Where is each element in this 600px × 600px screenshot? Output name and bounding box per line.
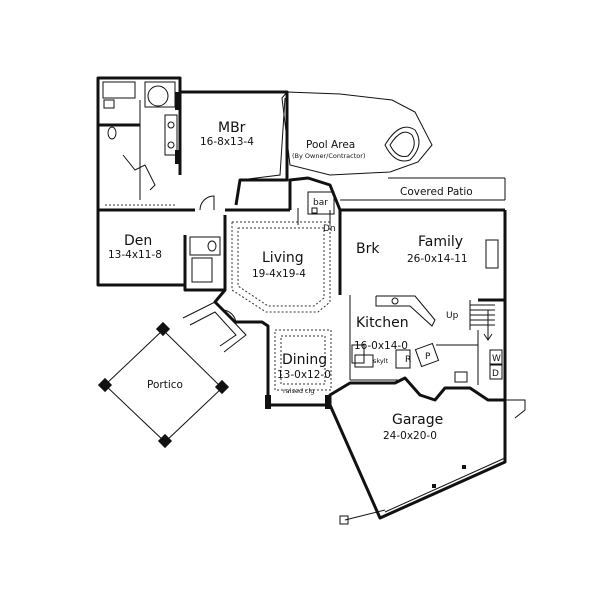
- den-door-swing: [199, 195, 215, 211]
- den-bath-vanity: [189, 236, 221, 256]
- entry-door-swing: [221, 309, 237, 325]
- toilet: [107, 126, 117, 140]
- living-label: Living: [262, 250, 304, 266]
- bar-sink: [311, 207, 318, 214]
- bar-wall: [288, 176, 505, 212]
- kitchen-dims: 16-0x14-0: [354, 340, 408, 352]
- sink: [103, 99, 115, 109]
- dining-label: Dining: [282, 352, 327, 368]
- closet-door-swing: [122, 154, 156, 191]
- dining-ceiling-outline: [274, 329, 332, 391]
- den-bath-toilet: [207, 240, 217, 252]
- exterior-walls: [96, 76, 507, 520]
- portico-column-right: [214, 379, 230, 395]
- mbr-dims: 16-8x13-4: [200, 136, 254, 148]
- mbr-label: MBr: [218, 120, 246, 136]
- living-details: [221, 221, 331, 325]
- driveway-post: [339, 515, 349, 525]
- living-ceiling-inner: [237, 227, 325, 307]
- tub: [147, 85, 169, 107]
- vanity-sink-2: [167, 141, 175, 149]
- dining-ceiling-inner: [280, 335, 326, 385]
- garage-post-2: [462, 465, 466, 469]
- portico-column-left: [97, 377, 113, 393]
- kitchen-label: Kitchen: [356, 315, 409, 331]
- portico-column-top: [155, 321, 171, 337]
- spa-inner: [389, 131, 415, 157]
- dining-pier-left: [265, 395, 271, 409]
- den-label: Den: [124, 233, 152, 249]
- island-sink: [391, 297, 399, 305]
- family-label: Family: [418, 234, 463, 250]
- wall-block: [175, 150, 181, 164]
- living-front-wall: [213, 289, 270, 405]
- dining-details: [265, 329, 332, 409]
- family-details: [454, 239, 503, 383]
- shower: [102, 81, 136, 99]
- pool-deck-edge: [239, 97, 286, 181]
- living-dims: 19-4x19-4: [252, 268, 306, 280]
- kitchen-details: [351, 295, 478, 369]
- bar-counter: [307, 191, 335, 215]
- garage-post-1: [432, 484, 436, 488]
- garage-wall: [328, 385, 507, 520]
- garage-label: Garage: [392, 412, 443, 428]
- room-labels: MBr 16-8x13-4 Pool Area (By Owner/Contra…: [108, 120, 501, 442]
- den-dims: 13-4x11-8: [108, 249, 162, 261]
- washer-label: W: [492, 354, 501, 364]
- portico-walk-inner: [189, 311, 237, 347]
- skylight-box: [354, 354, 374, 368]
- dryer-label: D: [492, 369, 499, 379]
- pool-note: (By Owner/Contractor): [292, 152, 365, 160]
- family-dims: 26-0x14-11: [407, 253, 468, 265]
- portico-walk: [182, 301, 247, 353]
- kitchen-cooktop: [351, 344, 365, 364]
- skylight-label: skylt: [373, 357, 389, 365]
- patio-label: Covered Patio: [400, 186, 473, 198]
- fireplace-block: [175, 92, 181, 110]
- family-fireplace: [485, 239, 499, 269]
- garage-door-line: [384, 457, 506, 513]
- stair-arrow-head: [483, 333, 493, 341]
- portico: [97, 301, 247, 449]
- vanity-sink-1: [167, 121, 175, 129]
- portico-column-bottom: [157, 433, 173, 449]
- den-bath-shower: [191, 257, 213, 283]
- pool-label: Pool Area: [306, 139, 355, 151]
- master-suite-wall: [96, 76, 289, 210]
- dining-pier-right: [325, 395, 331, 409]
- dryer-box: [489, 364, 503, 380]
- kitchen-island: [375, 295, 436, 327]
- garage-side-door: [505, 399, 526, 419]
- vanity: [164, 114, 178, 156]
- washer-box: [489, 349, 503, 365]
- den-details: [189, 195, 221, 283]
- pantry-label: P: [425, 352, 431, 362]
- driveway-edge: [344, 509, 386, 521]
- up-label: Up: [446, 311, 459, 321]
- brk-label: Brk: [356, 241, 380, 257]
- spa: [384, 126, 420, 162]
- garage-dims: 24-0x20-0: [383, 430, 437, 442]
- dn-label: Dn: [323, 224, 336, 234]
- pool-outline: [281, 91, 433, 176]
- portico-label: Portico: [147, 379, 183, 391]
- refrigerator-box: [395, 349, 411, 369]
- master-bath-fixtures: [102, 81, 181, 206]
- laundry-sink: [454, 371, 468, 383]
- refrigerator-label: R: [405, 355, 411, 365]
- dining-note: raised clg: [283, 387, 315, 395]
- garage-details: [339, 399, 526, 525]
- pantry-box: [414, 342, 440, 368]
- bar-area: [297, 191, 335, 225]
- living-ceiling-outline: [231, 221, 331, 313]
- pool-area: [239, 91, 433, 181]
- den-wall: [96, 210, 227, 292]
- covered-patio: [340, 177, 506, 201]
- bar-label: bar: [313, 198, 328, 208]
- dining-dims: 13-0x12-0: [277, 369, 331, 381]
